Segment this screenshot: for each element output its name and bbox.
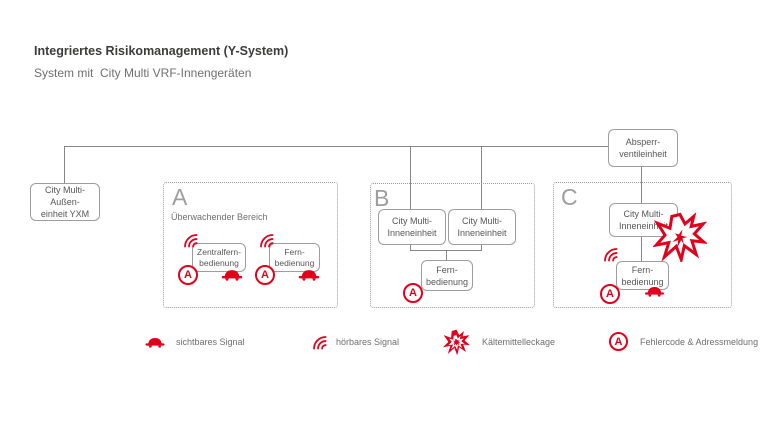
sound-waves-icon <box>257 231 274 248</box>
node-c-remote: Fern- bedienung <box>616 261 669 290</box>
node-c-remote-line1: Fern- <box>631 264 654 275</box>
legend-label-audible-signal: hörbares Signal <box>336 337 400 347</box>
sound-waves-icon <box>310 333 327 350</box>
node-b-indoor-unit-1-line2: Inneneinheit <box>387 228 437 238</box>
node-outdoor-unit-label-line2: einheit YXM <box>40 209 90 219</box>
node-shutoff-valve-unit: Absperr- ventileinheit <box>608 129 678 167</box>
beacon-lamp-icon <box>144 337 166 348</box>
node-b-indoor-unit-1-line1: City Multi- <box>392 216 432 226</box>
node-a-remote-line1: Fern- <box>284 246 305 257</box>
badge-letter: A <box>261 269 269 281</box>
node-outdoor-unit: City Multi-Außen- einheit YXM <box>30 183 100 221</box>
page-title: Integriertes Risikomanagement (Y-System) <box>34 44 289 58</box>
connector-b-unit2-down <box>481 242 483 251</box>
node-b-remote: Fern- bedienung <box>421 260 473 291</box>
connector-b-remote-drop <box>446 250 448 261</box>
badge-letter: A <box>184 269 192 281</box>
section-b-letter: B <box>374 185 390 211</box>
badge-letter: A <box>606 288 614 300</box>
beacon-lamp-icon <box>298 269 320 281</box>
page-subtitle: System mit City Multi VRF-Innengeräten <box>34 66 252 80</box>
node-shutoff-valve-label-line2: ventileinheit <box>619 149 667 159</box>
node-c-indoor-unit-line2: Inneneinheit <box>618 221 669 231</box>
legend-label-visible-signal: sichtbares Signal <box>176 337 245 347</box>
beacon-lamp-icon <box>644 286 665 297</box>
node-a-central-remote-line1: Zentralfern- <box>197 246 241 257</box>
beacon-lamp-icon <box>221 269 243 281</box>
section-c-letter: C <box>561 184 578 210</box>
node-outdoor-unit-label-line1: City Multi-Außen- <box>45 185 85 207</box>
error-code-badge-icon: A <box>609 332 628 351</box>
node-b-indoor-unit-2-line2: Inneneinheit <box>457 228 507 238</box>
connector-b-unit2-drop <box>481 146 483 209</box>
node-c-indoor-unit-line1: City Multi- <box>623 209 664 219</box>
connector-c-remote-drop <box>641 233 643 262</box>
node-c-remote-line2: bedienung <box>621 276 664 287</box>
sound-waves-icon <box>181 231 198 248</box>
node-a-remote: Fern- bedienung <box>269 243 320 272</box>
error-code-badge-icon: A <box>178 265 198 285</box>
node-b-remote-line1: Fern- <box>436 264 458 275</box>
badge-letter: A <box>614 335 623 348</box>
section-c-frame <box>553 182 732 308</box>
leak-starburst-icon <box>443 329 470 356</box>
section-a-caption: Überwachender Bereich <box>171 212 268 222</box>
node-a-remote-line2: bedienung <box>274 257 315 268</box>
bus-line-horizontal <box>64 146 609 148</box>
legend-label-error-code: Fehlercode & Adressmeldung <box>640 337 759 347</box>
section-a-frame <box>163 182 338 308</box>
node-a-central-remote-line2: bedienung <box>199 257 239 268</box>
node-b-indoor-unit-2: City Multi- Inneneinheit <box>448 209 516 245</box>
node-b-indoor-unit-2-line1: City Multi- <box>462 216 502 226</box>
node-b-remote-line2: bedienung <box>425 276 469 287</box>
section-a-letter: A <box>172 184 188 210</box>
connector-b-unit1-down <box>410 242 412 251</box>
badge-letter: A <box>409 287 417 299</box>
error-code-badge-icon: A <box>403 283 423 303</box>
section-b-frame <box>370 183 535 308</box>
error-code-badge-icon: A <box>600 284 620 304</box>
error-code-badge-icon: A <box>255 265 275 285</box>
node-b-indoor-unit-1: City Multi- Inneneinheit <box>378 209 446 245</box>
node-shutoff-valve-label-line1: Absperr- <box>625 137 661 147</box>
leak-starburst-icon <box>653 212 707 262</box>
sound-waves-icon <box>601 245 618 262</box>
connector-b-unit1-drop <box>410 146 412 209</box>
connector-outdoor-drop <box>64 146 66 183</box>
node-a-central-remote: Zentralfern- bedienung <box>192 243 246 272</box>
connector-valve-to-c-unit <box>641 164 643 204</box>
legend-label-refrigerant-leak: Kältemittelleckage <box>482 337 556 347</box>
